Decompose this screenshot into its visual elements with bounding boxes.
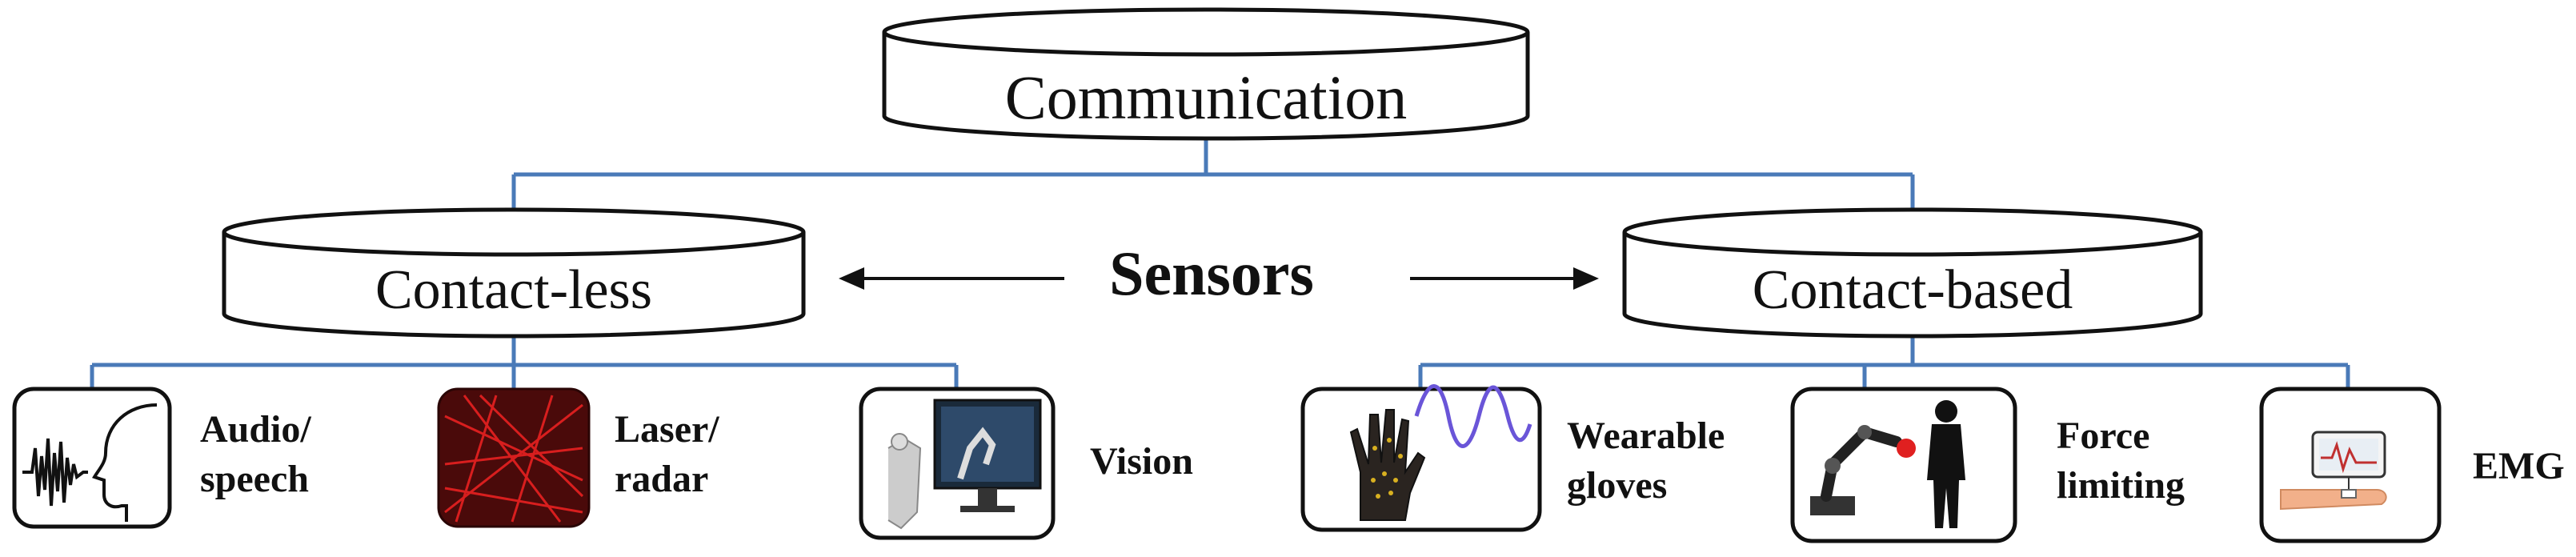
leaf-wearable-gloves: Wearable gloves [1300,384,1734,532]
force-limiting-label: Force limiting [2057,415,2185,507]
contact-based-label: Contact-based [1753,259,2073,321]
connector-lines [90,138,2350,389]
wearable-gloves-label: Wearable gloves [1567,415,1734,507]
left-arrowhead [839,267,864,290]
emg-icon [2280,431,2387,511]
audio-speech-label: Audio/ speech [200,408,321,500]
sensors-label: Sensors [1109,238,1314,308]
force-limiting-icon [1810,400,1965,528]
laser-radar-label: Laser/ radar [615,408,729,500]
wearable-gloves-icon [1349,384,1532,521]
leaf-force-limiting: Force limiting [1790,387,2185,543]
audio-speech-icon [22,403,158,522]
laser-radar-icon [444,394,584,523]
vision-label: Vision [1090,440,1193,483]
audio-speech-frame [12,387,172,529]
root-node: Communication [882,7,1530,141]
contact-based-node: Contact-based [1622,207,2203,339]
vision-icon [887,399,1042,530]
contact-less-node: Contact-less [222,207,806,339]
leaf-emg: EMG [2259,387,2565,543]
leaf-audio-speech: Audio/ speech [12,387,321,529]
leaf-laser-radar: Laser/ radar [437,387,729,528]
right-arrowhead [1573,267,1599,290]
emg-label: EMG [2473,445,2565,487]
leaf-vision: Vision [859,387,1193,540]
contact-less-label: Contact-less [375,259,652,321]
sensors-center: Sensors [839,238,1599,308]
root-label: Communication [1005,62,1408,132]
